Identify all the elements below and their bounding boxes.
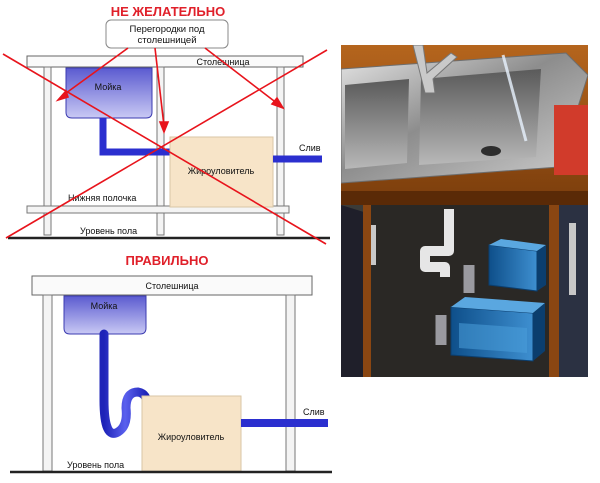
callout-line-1: Перегородки под [130, 24, 205, 35]
bottom-grease-trap [141, 395, 242, 472]
bottom-countertop [31, 275, 313, 296]
photo-white-pipes [420, 209, 454, 277]
installation-photo [341, 45, 588, 377]
top-right-post [276, 66, 285, 236]
photo-water-stream [501, 54, 528, 142]
installation-diagram: НЕ ЖЕЛАТЕЛЬНО Перегородки под столешнице… [2, 4, 332, 474]
bottom-grease-trap-label: Жироуловитель [158, 432, 225, 442]
top-grease-trap [169, 136, 274, 208]
photo-trap-water [459, 323, 527, 353]
callout-line-2: столешницей [138, 35, 197, 46]
top-sink-label: Мойка [95, 82, 122, 92]
bottom-countertop-label: Столешница [146, 281, 199, 291]
top-drain-pipe [99, 118, 170, 156]
top-floor-label: Уровень пола [80, 226, 137, 236]
bottom-heading: ПРАВИЛЬНО [126, 253, 209, 268]
bottom-siphon-pipe [99, 329, 151, 438]
callout-arrows [55, 47, 285, 135]
photo-right-door-handle [569, 223, 576, 295]
bottom-right-post [285, 294, 296, 472]
photo-right-basin [419, 69, 541, 165]
top-left-post [43, 66, 52, 236]
photo-left-basin [345, 79, 409, 169]
bottom-sink-label: Мойка [91, 301, 118, 311]
bottom-drain-label: Слив [303, 407, 325, 417]
photo-left-door [341, 205, 369, 377]
bottom-sink [63, 295, 147, 335]
photo-grease-trap-top [488, 244, 538, 292]
top-heading: НЕ ЖЕЛАТЕЛЬНО [111, 4, 226, 19]
partitions-callout [105, 19, 229, 49]
top-countertop [26, 55, 304, 68]
photo-drain-hole [481, 146, 501, 156]
top-sink [65, 67, 153, 119]
red-cross-mark [2, 49, 328, 245]
photo-red-object [554, 105, 588, 175]
top-grease-trap-label: Жироуловитель [188, 166, 255, 176]
photo-grey-pipes [435, 265, 475, 345]
top-shelf-label: Нижняя полочка [68, 193, 136, 203]
bottom-left-post [42, 294, 53, 472]
photo-left-door-handle [370, 225, 376, 265]
top-lower-shelf [26, 205, 290, 214]
bottom-floor-label: Уровень пола [67, 460, 124, 470]
top-drain-label: Слив [299, 143, 321, 153]
photo-faucet [412, 45, 458, 94]
